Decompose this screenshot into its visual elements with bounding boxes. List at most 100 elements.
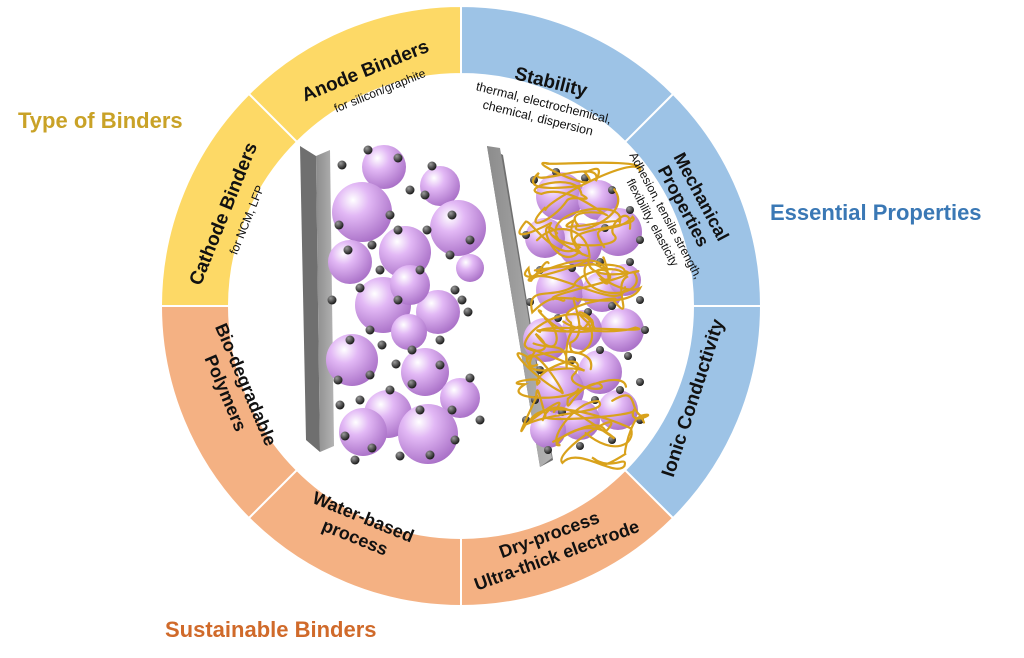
carbon-dot <box>333 375 343 385</box>
carbon-dot <box>393 153 403 163</box>
carbon-dot <box>641 326 649 334</box>
binder-fiber <box>518 214 635 253</box>
carbon-dot <box>576 442 584 450</box>
essential-properties-heading: Essential Properties <box>770 200 982 225</box>
carbon-dot <box>340 431 350 441</box>
carbon-dot <box>420 190 430 200</box>
carbon-dot <box>385 210 395 220</box>
active-particle <box>328 240 372 284</box>
property-ring <box>159 4 763 608</box>
active-particle <box>339 408 387 456</box>
binder-fiber <box>535 207 622 259</box>
carbon-dot <box>415 265 425 275</box>
carbon-dot <box>475 415 485 425</box>
carbon-dot <box>626 258 634 266</box>
binder-fiber <box>532 161 642 211</box>
carbon-dot <box>393 295 403 305</box>
carbon-dot <box>457 295 467 305</box>
active-particle <box>456 254 484 282</box>
active-particle <box>379 226 431 278</box>
active-particle <box>391 314 427 350</box>
binder-fiber <box>523 313 595 368</box>
binder-fiber <box>536 297 641 354</box>
binder-fiber <box>552 416 646 470</box>
carbon-dot <box>415 405 425 415</box>
segment-dry-process <box>460 468 675 608</box>
binder-fiber <box>533 181 620 231</box>
carbon-dot <box>445 250 455 260</box>
carbon-dot <box>407 345 417 355</box>
carbon-dot <box>367 240 377 250</box>
carbon-dot <box>465 235 475 245</box>
binder-fiber <box>515 360 628 407</box>
carbon-dot <box>422 225 432 235</box>
carbon-dot <box>447 210 457 220</box>
type-of-binders-heading: Type of Binders <box>18 108 183 133</box>
carbon-dot <box>393 225 403 235</box>
active-material-particles <box>326 145 486 464</box>
active-particle <box>420 166 460 206</box>
carbon-dot <box>334 220 344 230</box>
carbon-dot <box>405 185 415 195</box>
carbon-dot <box>337 160 347 170</box>
current-collector-plate <box>316 150 334 452</box>
active-particle <box>390 265 430 305</box>
carbon-dot <box>355 395 365 405</box>
carbon-dot <box>377 340 387 350</box>
carbon-dot <box>363 145 373 155</box>
active-particle <box>398 404 458 464</box>
segment-water-based-process <box>247 468 462 608</box>
carbon-dot <box>425 450 435 460</box>
carbon-dot <box>407 379 417 389</box>
current-collector-side <box>300 146 320 452</box>
carbon-dot <box>608 186 616 194</box>
segment-stability <box>460 4 675 144</box>
carbon-dot <box>355 283 365 293</box>
carbon-dot <box>345 335 355 345</box>
carbon-dot <box>447 405 457 415</box>
active-particle <box>401 348 449 396</box>
carbon-dot <box>427 161 437 171</box>
carbon-dot <box>450 285 460 295</box>
carbon-dot <box>343 245 353 255</box>
binder-fiber <box>526 399 633 448</box>
carbon-dot <box>350 455 360 465</box>
carbon-dot <box>616 386 624 394</box>
carbon-dot <box>636 378 644 386</box>
active-particle <box>578 350 622 394</box>
carbon-dot <box>435 360 445 370</box>
carbon-dot <box>624 352 632 360</box>
carbon-dot <box>335 400 345 410</box>
segment-biodegradable-polymers <box>159 305 299 520</box>
carbon-dot <box>465 373 475 383</box>
carbon-dot <box>463 307 473 317</box>
active-particle <box>326 334 378 386</box>
carbon-dot <box>626 206 634 214</box>
carbon-dot <box>544 446 552 454</box>
conductive-carbon-dots <box>327 145 485 465</box>
binder-fiber <box>527 259 643 302</box>
current-collector-plate <box>487 146 552 467</box>
carbon-dot <box>596 346 604 354</box>
carbon-dot <box>375 265 385 275</box>
carbon-dot <box>385 385 395 395</box>
carbon-dot <box>327 295 337 305</box>
segment-mechanical-properties <box>623 92 763 307</box>
carbon-dot <box>636 296 644 304</box>
active-particle <box>536 266 584 314</box>
carbon-dot <box>608 302 616 310</box>
binder-polymer-fibers <box>515 161 650 470</box>
active-particle <box>416 290 460 334</box>
active-particle <box>332 182 392 242</box>
segment-ionic-conductivity <box>623 305 763 520</box>
carbon-dot <box>636 236 644 244</box>
carbon-dot <box>365 325 375 335</box>
carbon-dot <box>365 370 375 380</box>
segment-cathode-binders <box>159 92 299 307</box>
sustainable-binders-heading: Sustainable Binders <box>165 617 377 642</box>
electrode-illustration-with-binder <box>487 146 650 470</box>
carbon-dot <box>391 359 401 369</box>
binder-fiber <box>530 268 629 333</box>
carbon-dot <box>435 335 445 345</box>
